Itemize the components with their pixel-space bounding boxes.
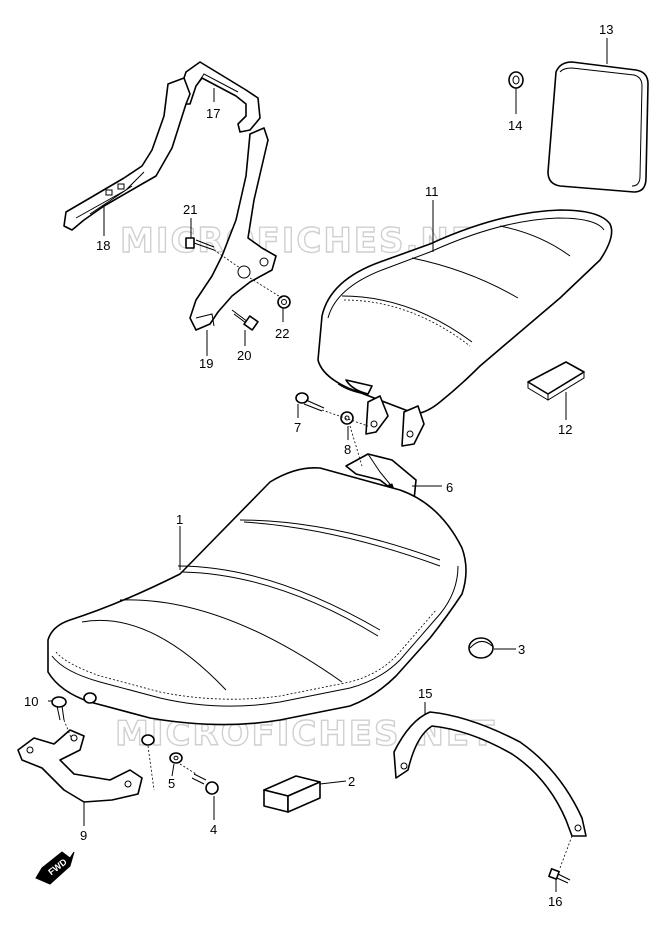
callout-6: 6 xyxy=(446,480,453,495)
callout-16: 16 xyxy=(548,894,562,909)
callout-17: 17 xyxy=(206,106,220,121)
part-2-rubber-block[interactable] xyxy=(263,775,321,813)
callout-1: 1 xyxy=(176,512,183,527)
part-8-washer[interactable] xyxy=(340,411,354,425)
callout-19: 19 xyxy=(199,356,213,371)
part-13-backrest-pad[interactable] xyxy=(547,61,649,193)
callout-21: 21 xyxy=(183,202,197,217)
callout-18: 18 xyxy=(96,238,110,253)
part-1-front-seat[interactable] xyxy=(47,466,467,746)
part-14-grommet[interactable] xyxy=(508,71,524,89)
part-10-bolt[interactable] xyxy=(51,696,67,721)
part-17-handle[interactable] xyxy=(179,61,261,133)
part-18-stay-left[interactable] xyxy=(63,77,191,231)
part-12-rubber-pad[interactable] xyxy=(527,361,585,401)
callout-12: 12 xyxy=(558,422,572,437)
part-15-grab-strap[interactable] xyxy=(393,711,587,837)
part-4-bolt[interactable] xyxy=(191,773,219,795)
callout-14: 14 xyxy=(508,118,522,133)
part-5-washer[interactable] xyxy=(169,752,183,764)
callout-20: 20 xyxy=(237,348,251,363)
fwd-arrow-icon: FWD xyxy=(35,851,75,885)
callout-11: 11 xyxy=(425,184,439,199)
part-11-rear-seat[interactable] xyxy=(317,209,613,447)
part-19-stay-right[interactable] xyxy=(189,127,277,331)
callout-4: 4 xyxy=(210,822,217,837)
callout-7: 7 xyxy=(294,420,301,435)
part-3-grommet[interactable] xyxy=(468,637,494,659)
callout-10: 10 xyxy=(24,694,38,709)
part-21-bolt[interactable] xyxy=(185,237,215,251)
callout-5: 5 xyxy=(168,776,175,791)
part-22-nut[interactable] xyxy=(277,295,291,309)
callout-13: 13 xyxy=(599,22,613,37)
callout-2: 2 xyxy=(348,774,355,789)
leader-lines xyxy=(48,38,608,892)
part-20-bolt[interactable] xyxy=(231,309,259,331)
callout-15: 15 xyxy=(418,686,432,701)
part-6-bracket[interactable] xyxy=(345,453,417,501)
part-9-bracket[interactable] xyxy=(17,729,143,803)
callout-22: 22 xyxy=(275,326,289,341)
callout-3: 3 xyxy=(518,642,525,657)
callout-labels: 13 14 17 18 21 11 22 20 19 12 7 8 6 1 3 … xyxy=(24,22,613,909)
callout-9: 9 xyxy=(80,828,87,843)
part-16-screw[interactable] xyxy=(548,868,571,884)
part-7-bolt[interactable] xyxy=(295,392,325,412)
callout-8: 8 xyxy=(344,442,351,457)
